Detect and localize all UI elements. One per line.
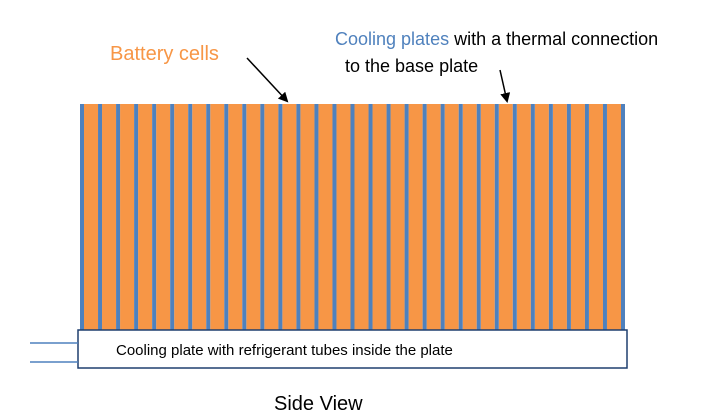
battery-cell xyxy=(552,104,567,330)
battery-cell xyxy=(300,104,315,330)
side-view-caption: Side View xyxy=(274,393,363,415)
battery-cell xyxy=(138,104,153,330)
cooling-plates-label-line2: to the base plate xyxy=(345,56,478,76)
cooling-plate xyxy=(422,104,427,330)
battery-cell xyxy=(174,104,189,330)
battery-cell xyxy=(588,104,603,330)
cooling-plate xyxy=(548,104,553,330)
cooling-plate xyxy=(134,104,139,330)
cooling-plate xyxy=(440,104,445,330)
cooling-plate xyxy=(116,104,121,330)
battery-cell xyxy=(390,104,405,330)
cooling-plate xyxy=(260,104,265,330)
cooling-plates-label-rest: with a thermal connection xyxy=(449,29,658,49)
battery-cell xyxy=(516,104,531,330)
base-plate-label: Cooling plate with refrigerant tubes ins… xyxy=(116,342,453,359)
cooling-plate xyxy=(188,104,193,330)
cooling-plate xyxy=(332,104,337,330)
cooling-plate xyxy=(621,104,625,330)
base-cooling-plate xyxy=(77,329,628,369)
cooling-plate xyxy=(350,104,355,330)
cooling-plate xyxy=(602,104,607,330)
battery-cell xyxy=(426,104,441,330)
cooling-plate xyxy=(404,104,409,330)
battery-cell xyxy=(210,104,225,330)
battery-cells-arrow xyxy=(246,57,289,103)
cooling-plate xyxy=(242,104,247,330)
battery-cell xyxy=(372,104,387,330)
cooling-plate xyxy=(152,104,157,330)
cooling-plate xyxy=(530,104,535,330)
battery-cell xyxy=(606,104,621,330)
battery-cell xyxy=(228,104,243,330)
battery-cell xyxy=(534,104,549,330)
battery-cells-label: Battery cells xyxy=(110,43,219,65)
cooling-plates-label-colored: Cooling plates xyxy=(335,29,449,49)
cooling-plates-arrow xyxy=(499,69,511,103)
battery-cell xyxy=(498,104,513,330)
cooling-plate xyxy=(314,104,319,330)
cooling-plate xyxy=(386,104,391,330)
battery-cell xyxy=(192,104,207,330)
cooling-plate xyxy=(476,104,481,330)
battery-cell xyxy=(408,104,423,330)
battery-cell xyxy=(354,104,369,330)
battery-cell xyxy=(336,104,351,330)
battery-cell xyxy=(246,104,261,330)
cooling-plate xyxy=(494,104,499,330)
cooling-plate xyxy=(296,104,301,330)
battery-cell xyxy=(480,104,495,330)
battery-cell xyxy=(156,104,171,330)
battery-cell xyxy=(120,104,135,330)
cooling-plate xyxy=(458,104,463,330)
cooling-plate xyxy=(566,104,571,330)
cooling-plates-label-line1: Cooling plates with a thermal connection xyxy=(335,29,658,49)
cooling-plate xyxy=(278,104,283,330)
cooling-plate xyxy=(224,104,229,330)
cooling-plate xyxy=(584,104,589,330)
battery-stack xyxy=(80,104,625,330)
cooling-plate xyxy=(512,104,517,330)
battery-cell xyxy=(318,104,333,330)
battery-cell xyxy=(570,104,585,330)
battery-cell xyxy=(102,104,117,330)
cooling-plate xyxy=(368,104,373,330)
battery-cell xyxy=(462,104,477,330)
cooling-plate xyxy=(98,104,103,330)
battery-cell xyxy=(264,104,279,330)
cooling-plate xyxy=(206,104,211,330)
battery-cell xyxy=(282,104,297,330)
cooling-plate xyxy=(170,104,175,330)
cooling-plate xyxy=(80,104,84,330)
battery-cell xyxy=(444,104,459,330)
battery-cell xyxy=(84,104,99,330)
